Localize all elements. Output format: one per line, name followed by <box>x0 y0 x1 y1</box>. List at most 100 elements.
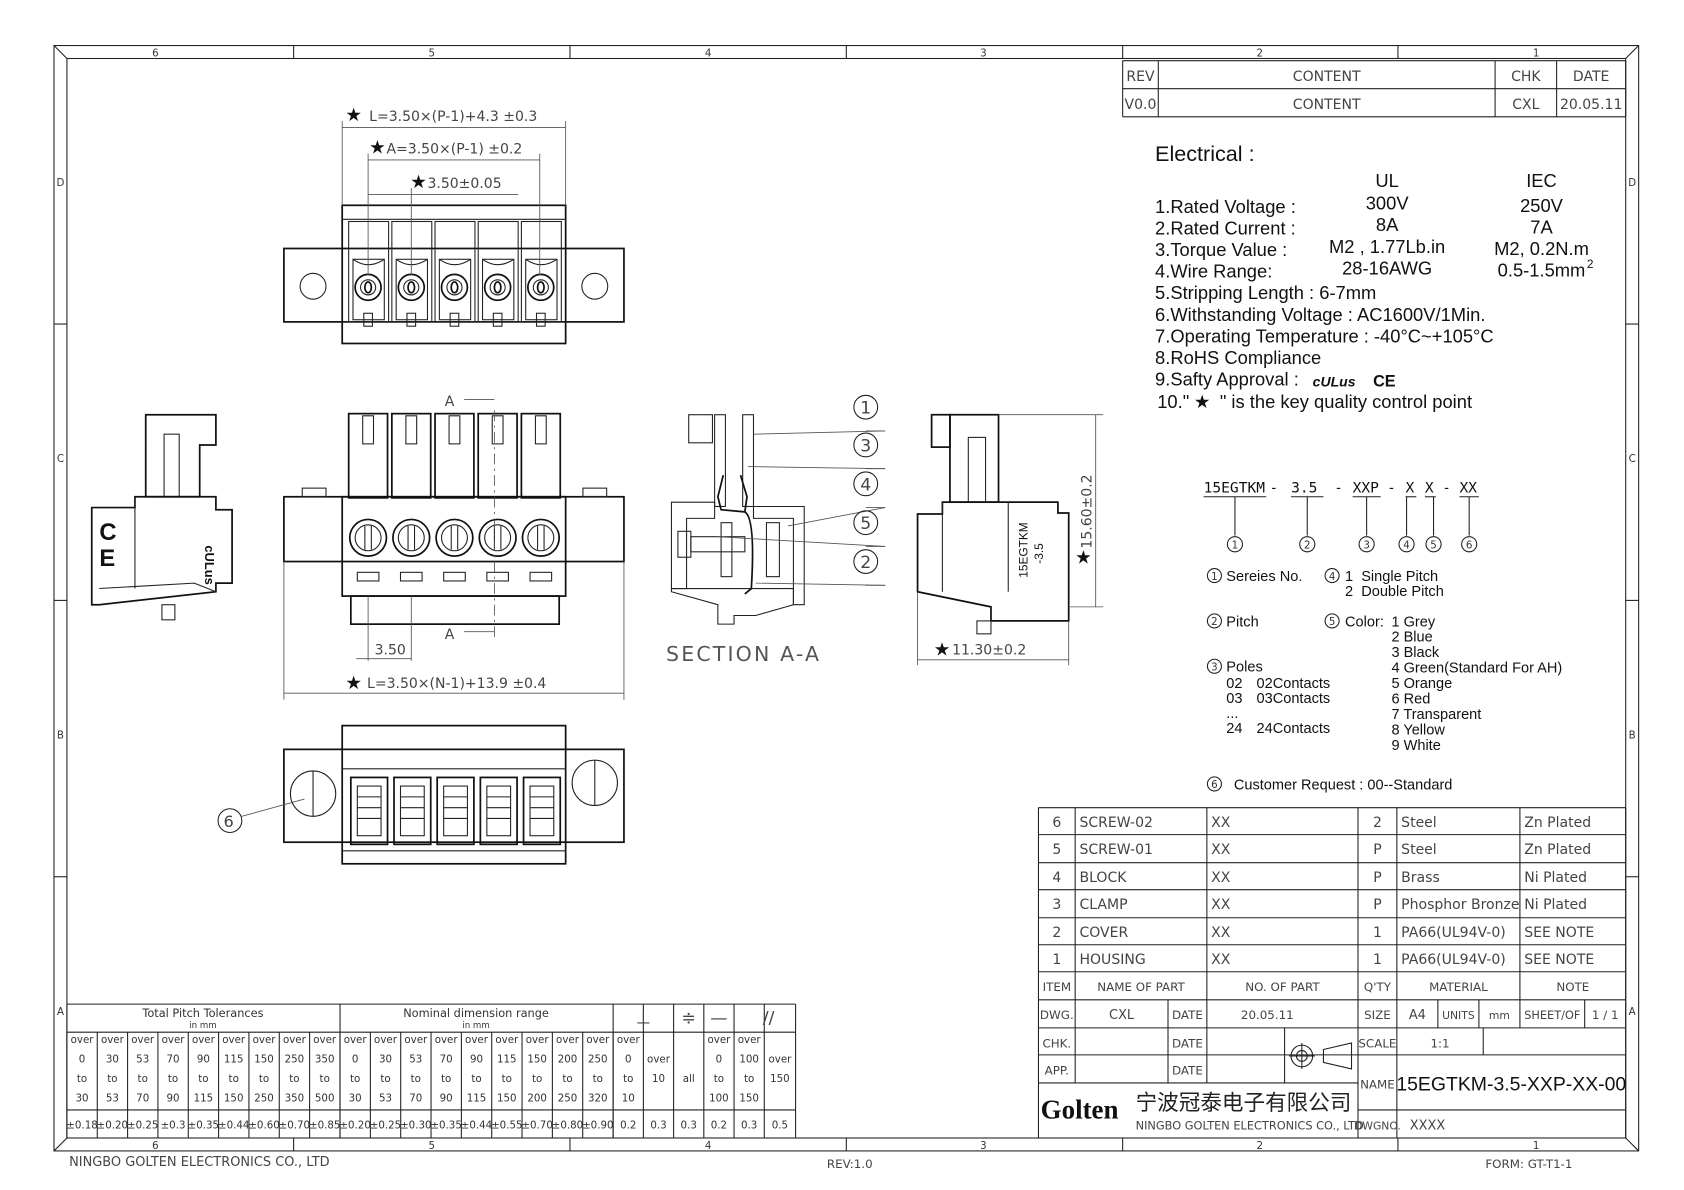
pole-code: ... <box>1226 706 1238 722</box>
bom-cell: BLOCK <box>1079 870 1127 886</box>
spec-iec-value: M2, 0.2N.m <box>1494 238 1589 259</box>
svg-text:cULus: cULus <box>202 545 217 585</box>
dwgno-label: DWGNO. <box>1354 1119 1401 1132</box>
tolerance-value: 0.3 <box>681 1119 697 1131</box>
range-cell: 70 <box>167 1053 180 1065</box>
bom-cell: Zn Plated <box>1524 842 1591 858</box>
bom-cell: COVER <box>1079 925 1128 941</box>
bom-cell: SCREW-01 <box>1079 842 1152 858</box>
separator: - <box>1389 480 1394 496</box>
rev-cell: CXL <box>1512 97 1539 113</box>
tolerance-value: ±0.44 <box>218 1119 249 1131</box>
color-option: 1 Grey <box>1391 614 1435 630</box>
range-cell: 0 <box>716 1053 723 1065</box>
nominal-range-title: Nominal dimension range <box>403 1006 549 1020</box>
footer-form: FORM: GT-T1-1 <box>1485 1157 1572 1171</box>
pole-desc: 02Contacts <box>1257 676 1331 692</box>
range-cell: 150 <box>770 1073 790 1085</box>
range-cell: over <box>71 1034 95 1046</box>
pole-desc: 24Contacts <box>1257 721 1331 737</box>
bom-cell: 4 <box>1052 870 1061 886</box>
range-cell: over <box>344 1034 368 1046</box>
unit-label: in mm <box>462 1021 489 1031</box>
range-cell: 320 <box>588 1092 608 1104</box>
range-cell: to <box>259 1073 269 1085</box>
zone-col-label: 2 <box>1256 47 1263 59</box>
rev-cell: 20.05.11 <box>1560 97 1622 113</box>
marker-circle <box>1299 536 1316 553</box>
side-marking-line1: 15EGTKM <box>1017 522 1031 577</box>
spec-iec-value: 250V <box>1520 195 1564 216</box>
range-cell: 500 <box>315 1092 335 1104</box>
range-cell: 70 <box>440 1053 453 1065</box>
range-cell: over <box>495 1034 519 1046</box>
spec-label: 2.Rated Current : <box>1155 217 1296 238</box>
marker-number: 4 <box>1403 540 1410 552</box>
zone-col-label: 4 <box>705 47 712 59</box>
range-cell: 10 <box>652 1073 665 1085</box>
dim-length-front: L=3.50×(N-1)+13.9 ±0.4 <box>367 676 546 692</box>
callout-circle <box>853 549 879 574</box>
dwg-date: 20.05.11 <box>1241 1008 1294 1022</box>
range-cell: to <box>350 1073 360 1085</box>
tolerance-value: ±0.70 <box>279 1119 310 1131</box>
bom-cell: PA66(UL94V-0) <box>1401 925 1506 941</box>
zone-row-label: B <box>1629 730 1636 742</box>
range-cell: 115 <box>497 1053 517 1065</box>
geometric-symbol: ≑ <box>681 1009 695 1029</box>
marker-number: 1 <box>1211 571 1218 583</box>
part-code-segment: 15EGTKM <box>1204 479 1266 496</box>
bom-cell: XX <box>1211 925 1231 941</box>
bom-cell: 3 <box>1052 897 1061 913</box>
color-option: 2 Blue <box>1391 630 1432 646</box>
bom-cell: XX <box>1211 842 1231 858</box>
range-cell: to <box>107 1073 117 1085</box>
tolerance-value: ±0.3 <box>161 1119 186 1131</box>
side-marking-line2: -3.5 <box>1032 543 1046 564</box>
zone-col-label: 3 <box>980 47 987 59</box>
range-cell: over <box>162 1034 186 1046</box>
spec-label: 3.Torque Value : <box>1155 239 1287 260</box>
dim-a: A=3.50×(P-1) ±0.2 <box>386 141 522 157</box>
units-label: UNITS <box>1442 1009 1475 1022</box>
range-cell: over <box>253 1034 277 1046</box>
range-cell: 53 <box>136 1053 149 1065</box>
callout-number: 3 <box>860 436 871 456</box>
right-side-view: 15EGTKM -3.5 15.60±0.2 ★ ★ 11.30±0.2 <box>916 413 1104 666</box>
range-cell: over <box>435 1034 459 1046</box>
bom-cell: XX <box>1211 815 1231 831</box>
range-cell: 150 <box>497 1092 517 1104</box>
key-point-star: ★ <box>369 136 385 157</box>
separator: - <box>1271 480 1276 496</box>
spec-label: 1.Rated Voltage : <box>1155 196 1296 217</box>
rev-cell: CONTENT <box>1293 97 1361 113</box>
bom-cell: 1 <box>1052 952 1061 968</box>
zone-col-label: 6 <box>152 47 159 59</box>
screw-icon <box>440 273 469 302</box>
range-cell: to <box>380 1073 390 1085</box>
zone-col-label: 2 <box>1256 1140 1263 1152</box>
pitch-type: 1 Single Pitch <box>1345 569 1438 585</box>
range-cell: over <box>404 1034 428 1046</box>
range-cell: 115 <box>467 1092 487 1104</box>
spec-line: 7.Operating Temperature : -40°C~+105°C <box>1155 325 1494 346</box>
range-cell: over <box>131 1034 155 1046</box>
dimension-lines <box>341 121 567 276</box>
range-cell: 0 <box>79 1053 86 1065</box>
app-label: APP. <box>1045 1063 1069 1077</box>
size-value: A4 <box>1409 1008 1426 1023</box>
pole-code: 03 <box>1226 691 1242 707</box>
date-label: DATE <box>1172 1063 1203 1077</box>
spec-iec-value: 0.5-1.5mm <box>1498 260 1586 281</box>
bom-cell: 6 <box>1052 815 1061 831</box>
spec-ul-value: 28-16AWG <box>1342 257 1432 278</box>
part-code-segment: X <box>1405 479 1414 496</box>
range-cell: to <box>502 1073 512 1085</box>
callout-6: 6 <box>223 812 233 831</box>
sheet-value: 1 / 1 <box>1592 1008 1619 1022</box>
zone-row-label: D <box>1628 177 1636 189</box>
separator: - <box>1336 480 1341 496</box>
